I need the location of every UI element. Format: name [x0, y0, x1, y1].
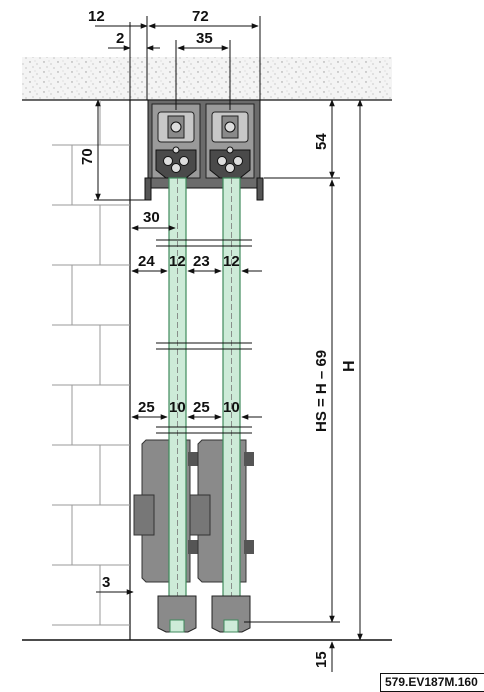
- break-lines: [156, 239, 252, 434]
- dim-floor-gap: 15: [313, 651, 330, 668]
- dim-track-height: 70: [79, 148, 96, 165]
- floor-guide-left: [157, 595, 197, 633]
- dim-gap-between-lower: 25: [193, 399, 210, 416]
- handle-left: [133, 439, 198, 583]
- handle-right: [189, 439, 254, 583]
- dim-top-wall-gap: 2: [116, 30, 124, 47]
- glass-panel-right: [222, 177, 241, 629]
- dim-glass-lower-2: 10: [223, 399, 240, 416]
- dimension-lines: [94, 16, 368, 672]
- floor-guide-right: [211, 595, 251, 633]
- dim-track-pitch: 35: [196, 30, 213, 47]
- dim-hs-formula: HS = H – 69: [313, 350, 330, 432]
- hanger-right: [209, 111, 251, 179]
- dim-edge-to-center: 30: [143, 209, 160, 226]
- dim-glass-upper-1: 12: [169, 253, 186, 270]
- dim-glass-lower-1: 10: [169, 399, 186, 416]
- dim-overall-height: H: [341, 360, 358, 372]
- dim-gap-left-upper: 24: [138, 253, 155, 270]
- dim-gap-between-upper: 23: [193, 253, 210, 270]
- dim-gap-left-lower: 25: [138, 399, 155, 416]
- dim-top-overall: 72: [192, 8, 209, 25]
- wall-brickwork: [52, 100, 131, 640]
- dim-hanger-height: 54: [313, 133, 330, 150]
- hanger-left: [155, 111, 197, 179]
- drawing-reference-label: 579.EV187M.160: [380, 673, 484, 692]
- ceiling-slab: [22, 57, 392, 101]
- dim-bottom-clearance: 3: [102, 574, 110, 591]
- dim-top-offset: 12: [88, 8, 105, 25]
- dim-glass-upper-2: 12: [223, 253, 240, 270]
